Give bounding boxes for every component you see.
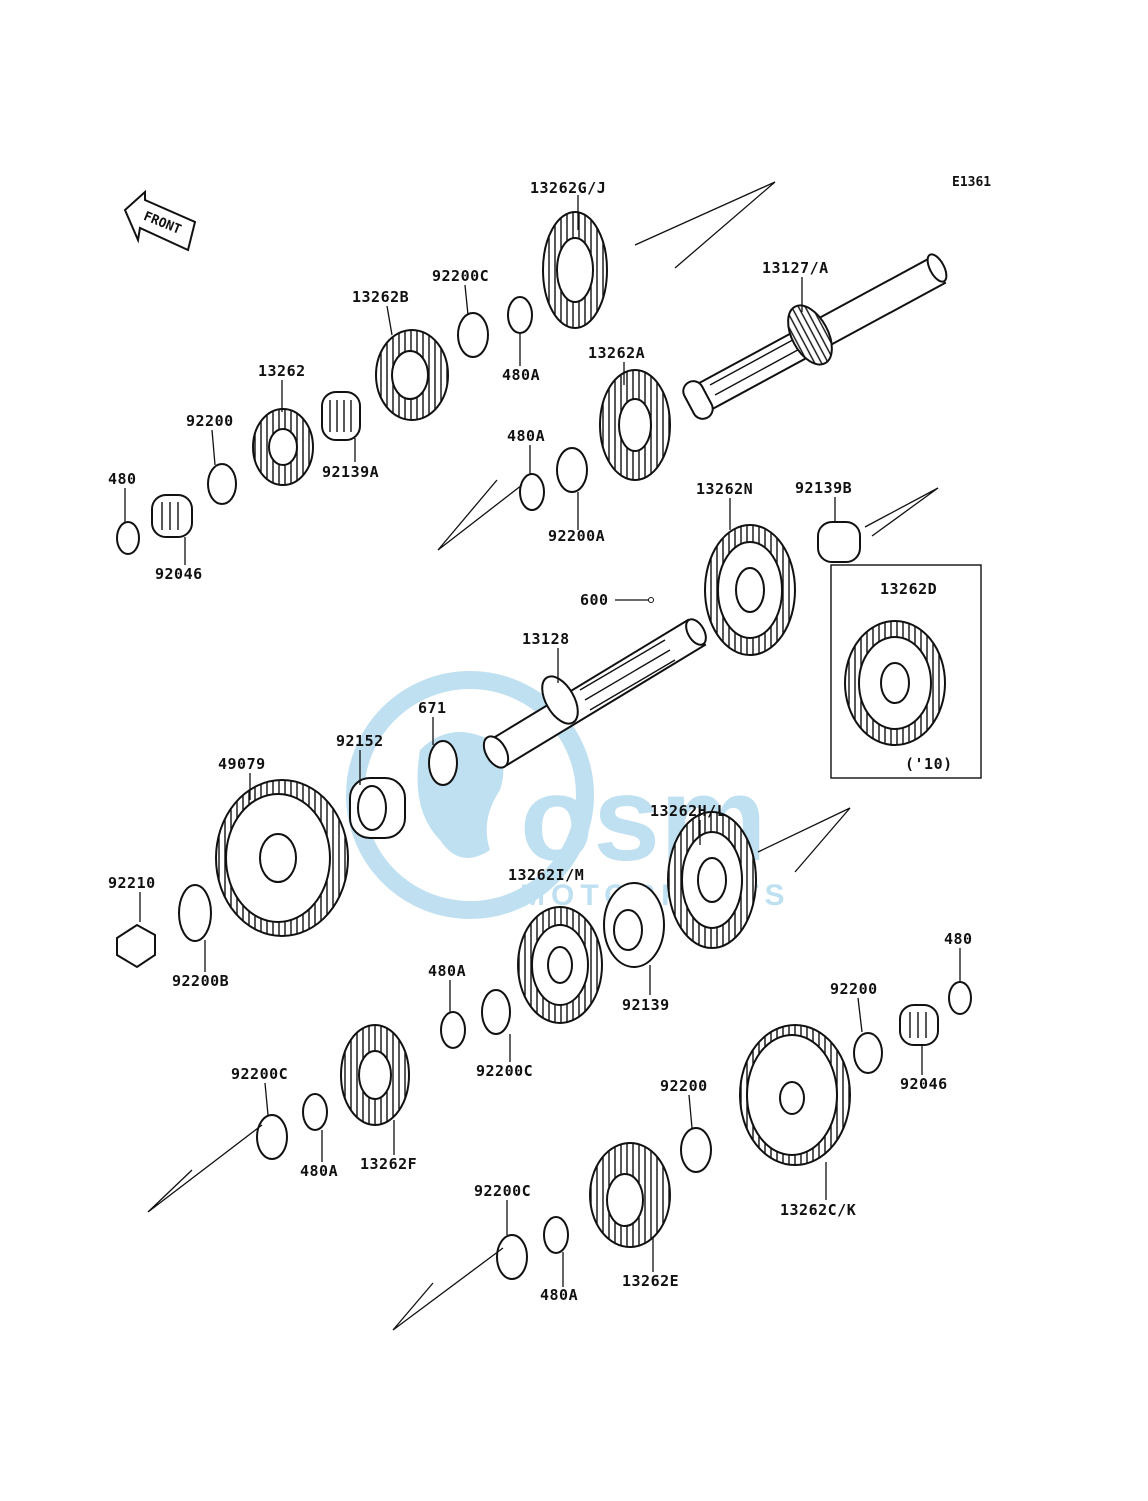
- label-480A-mid: 480A: [507, 427, 545, 445]
- collar-92152: [349, 777, 406, 839]
- label-92200-mid: 92200: [660, 1077, 708, 1095]
- washer-92200A: [556, 447, 588, 493]
- label-92046-right: 92046: [900, 1075, 948, 1093]
- label-480A-top: 480A: [502, 366, 540, 384]
- bearing-92046-right: [899, 1004, 939, 1046]
- label-480A-bottom: 480A: [540, 1286, 578, 1304]
- label-13262GJ: 13262G/J: [530, 179, 606, 197]
- label-13127A: 13127/A: [762, 259, 829, 277]
- label-92200A: 92200A: [548, 527, 605, 545]
- washer-92200C-low: [481, 989, 511, 1035]
- label-92139A: 92139A: [322, 463, 379, 481]
- gear-13262B: [375, 329, 449, 421]
- circlip-480A-bottom: [543, 1216, 569, 1254]
- label-92139: 92139: [622, 996, 670, 1014]
- shaft-13127A: [682, 253, 948, 420]
- label-92046-left: 92046: [155, 565, 203, 583]
- label-13262N: 13262N: [696, 480, 753, 498]
- washer-92200-left: [207, 463, 237, 505]
- circlip-480A-left: [302, 1093, 328, 1131]
- variant-note: ('10): [905, 755, 953, 773]
- gear-49079: [215, 779, 349, 937]
- circlip-480A-low: [440, 1011, 466, 1049]
- label-92200C-bottom: 92200C: [474, 1182, 531, 1200]
- label-92200C-top: 92200C: [432, 267, 489, 285]
- oring-671: [428, 740, 458, 786]
- gear-13262A: [599, 369, 671, 481]
- circlip-480-left: [116, 521, 140, 555]
- label-13262A: 13262A: [588, 344, 645, 362]
- gear-13262F: [340, 1024, 410, 1126]
- gear-13262: [252, 408, 314, 486]
- circlip-480A-top: [507, 296, 533, 334]
- front-arrow-icon: FRONT: [123, 189, 197, 252]
- circlip-480A-mid: [519, 473, 545, 511]
- label-600: 600: [580, 591, 609, 609]
- label-13262E: 13262E: [622, 1272, 679, 1290]
- washer-92200-right: [853, 1032, 883, 1074]
- label-480A-left: 480A: [300, 1162, 338, 1180]
- diagram-code: E1361: [952, 175, 991, 190]
- washer-92200C-left: [256, 1114, 288, 1160]
- bearing-92139A: [321, 391, 361, 441]
- label-13262D: 13262D: [880, 580, 937, 598]
- label-92200C-low: 92200C: [476, 1062, 533, 1080]
- label-480-right: 480: [944, 930, 973, 948]
- shaft-13128: [482, 618, 707, 769]
- washer-92200B: [178, 884, 212, 942]
- gear-13262CK: [739, 1024, 851, 1166]
- label-92152: 92152: [336, 732, 384, 750]
- label-13262HL: 13262H/L: [650, 802, 726, 820]
- label-92139B: 92139B: [795, 479, 852, 497]
- label-13262IM: 13262I/M: [508, 866, 584, 884]
- bearing-92046-left: [151, 494, 193, 538]
- gear-13262HL: [667, 811, 757, 949]
- circlip-480-right: [948, 981, 972, 1015]
- label-13262CK: 13262C/K: [780, 1201, 856, 1219]
- assembly-guides: [147, 181, 939, 1331]
- label-480A-low: 480A: [428, 962, 466, 980]
- washer-92200C-top: [457, 312, 489, 358]
- label-92210: 92210: [108, 874, 156, 892]
- label-671: 671: [418, 699, 447, 717]
- label-92200-left: 92200: [186, 412, 234, 430]
- gear-13262IM: [517, 906, 603, 1024]
- label-13128: 13128: [522, 630, 570, 648]
- label-92200C-left: 92200C: [231, 1065, 288, 1083]
- label-13262B: 13262B: [352, 288, 409, 306]
- washer-92200C-bottom: [496, 1234, 528, 1280]
- washer-92200-mid: [680, 1127, 712, 1173]
- label-49079: 49079: [218, 755, 266, 773]
- gear-13262GJ: [542, 211, 608, 329]
- label-92200-right: 92200: [830, 980, 878, 998]
- nut-92210: [116, 923, 156, 969]
- bushing-92139B: [817, 521, 861, 563]
- label-92200B: 92200B: [172, 972, 229, 990]
- label-13262: 13262: [258, 362, 306, 380]
- bearing-92139: [603, 882, 665, 968]
- leader-lines: [124, 195, 961, 1287]
- label-13262F: 13262F: [360, 1155, 417, 1173]
- variant-box-13262D: ('10): [830, 564, 982, 779]
- part-labels: 13262G/J 13127/A 92200C 13262B 480A 1326…: [108, 179, 973, 1304]
- gear-13262N: [704, 524, 796, 656]
- gear-13262E: [589, 1142, 671, 1248]
- label-480-left: 480: [108, 470, 137, 488]
